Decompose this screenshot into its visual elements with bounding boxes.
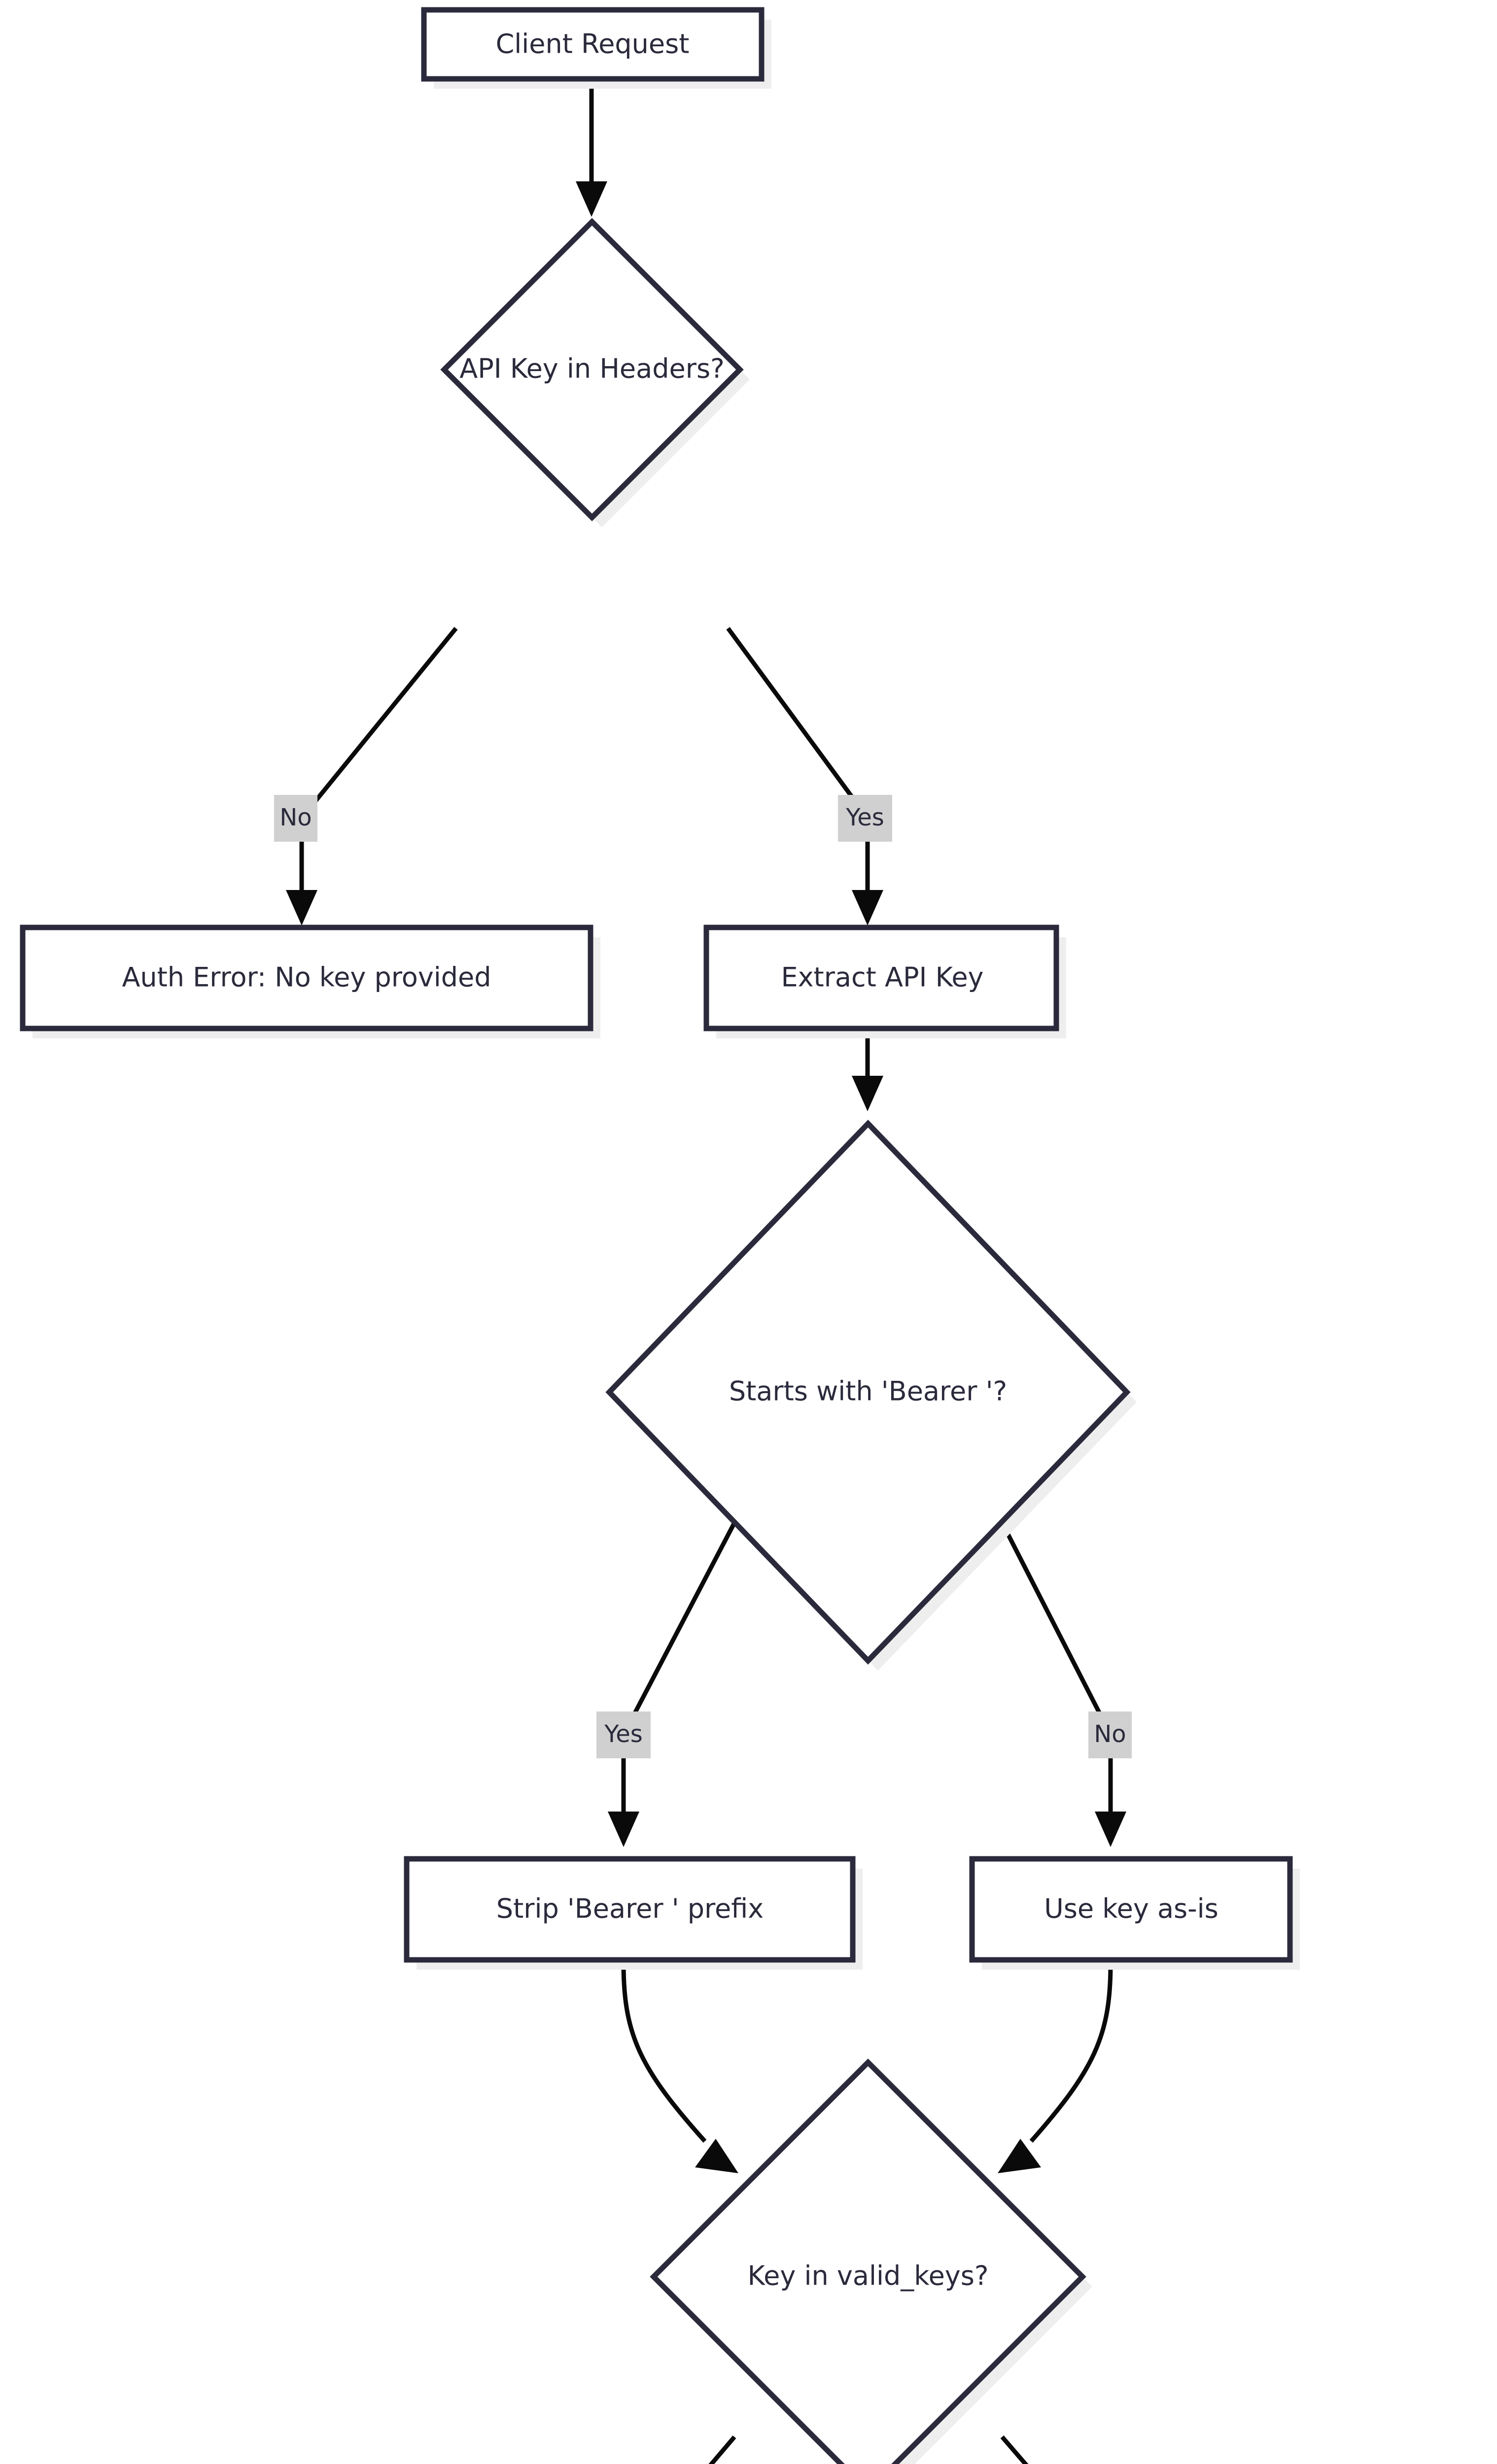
node-label: Client Request <box>496 29 690 60</box>
node-shape-rect <box>421 7 765 82</box>
edge-strip-prefix-to-key-valid <box>621 1963 738 2173</box>
node-api-key-in-headers[interactable]: API Key in Headers? <box>440 218 750 527</box>
edge-line <box>1000 1521 1113 1736</box>
arrow-head-icon <box>608 1812 639 1847</box>
edge-starts-bearer-to-use-key-as-is <box>1000 1521 1126 1847</box>
edge-line <box>726 627 870 820</box>
node-shape-rect <box>969 1856 1293 1963</box>
node-extract-api-key[interactable]: Extract API Key <box>703 924 1066 1038</box>
edge-label: Yes <box>845 804 884 831</box>
node-strip-bearer-prefix[interactable]: Strip 'Bearer ' prefix <box>404 1856 863 1970</box>
edge-label-bearer-yes: Yes <box>596 1711 651 1758</box>
arrow-head-icon <box>852 890 883 925</box>
edge-line <box>621 1963 707 2143</box>
edge-label-headers-no: No <box>274 795 317 842</box>
node-shape-rect <box>20 924 593 1031</box>
arrow-head-icon <box>1095 1812 1126 1847</box>
edge-label-background <box>274 795 317 842</box>
edge-use-key-as-is-to-key-valid <box>998 1963 1113 2173</box>
arrow-head-icon <box>576 181 607 217</box>
edge-label-background <box>838 795 892 842</box>
arrow-head-icon <box>286 890 317 925</box>
edge-label-background <box>1088 1711 1132 1758</box>
node-key-in-valid-keys[interactable]: Key in valid_keys? <box>650 2058 1092 2464</box>
node-label: Extract API Key <box>781 962 983 993</box>
edge-label: No <box>1094 1720 1126 1748</box>
edge-line <box>300 627 458 820</box>
edge-line <box>1029 1963 1113 2143</box>
node-label: Auth Error: No key provided <box>122 962 491 993</box>
node-label: Key in valid_keys? <box>747 2260 988 2292</box>
edge-label-headers-yes: Yes <box>838 795 892 842</box>
edge-line <box>1000 2435 1029 2464</box>
node-label: Starts with 'Bearer '? <box>729 1376 1007 1407</box>
edge-label: No <box>279 804 312 831</box>
edge-label-bearer-no: No <box>1088 1711 1132 1758</box>
edge-label-background <box>596 1711 651 1758</box>
node-label: Strip 'Bearer ' prefix <box>496 1893 764 1924</box>
node-label: API Key in Headers? <box>459 353 724 384</box>
arrow-head-icon <box>695 2139 738 2173</box>
node-shape-rect <box>703 924 1059 1031</box>
edge-api-key-headers-to-auth-error-no-key <box>286 627 458 925</box>
edge-starts-bearer-to-strip-prefix <box>608 1521 736 1847</box>
node-auth-error-no-key[interactable]: Auth Error: No key provided <box>20 924 600 1038</box>
node-shape-diamond <box>440 218 744 521</box>
node-label: Use key as-is <box>1044 1893 1218 1924</box>
arrow-head-icon <box>998 2139 1041 2173</box>
edge-line <box>622 1521 736 1736</box>
edge-key-valid-to-get-user-role <box>1000 2435 1029 2464</box>
node-shape-diamond <box>650 2058 1086 2464</box>
edge-api-key-headers-to-extract-api-key <box>726 627 883 925</box>
edge-line <box>708 2435 736 2464</box>
node-shape-diamond <box>605 1120 1131 1665</box>
edge-client-request-to-api-key-headers <box>576 81 607 217</box>
node-use-key-as-is[interactable]: Use key as-is <box>969 1856 1300 1970</box>
arrow-head-icon <box>852 1076 883 1111</box>
node-starts-with-bearer[interactable]: Starts with 'Bearer '? <box>605 1120 1137 1671</box>
node-shape-rect <box>404 1856 856 1963</box>
edge-label: Yes <box>604 1720 642 1748</box>
edge-key-valid-to-log-failed <box>708 2435 736 2464</box>
node-client-request[interactable]: Client Request <box>421 7 771 89</box>
